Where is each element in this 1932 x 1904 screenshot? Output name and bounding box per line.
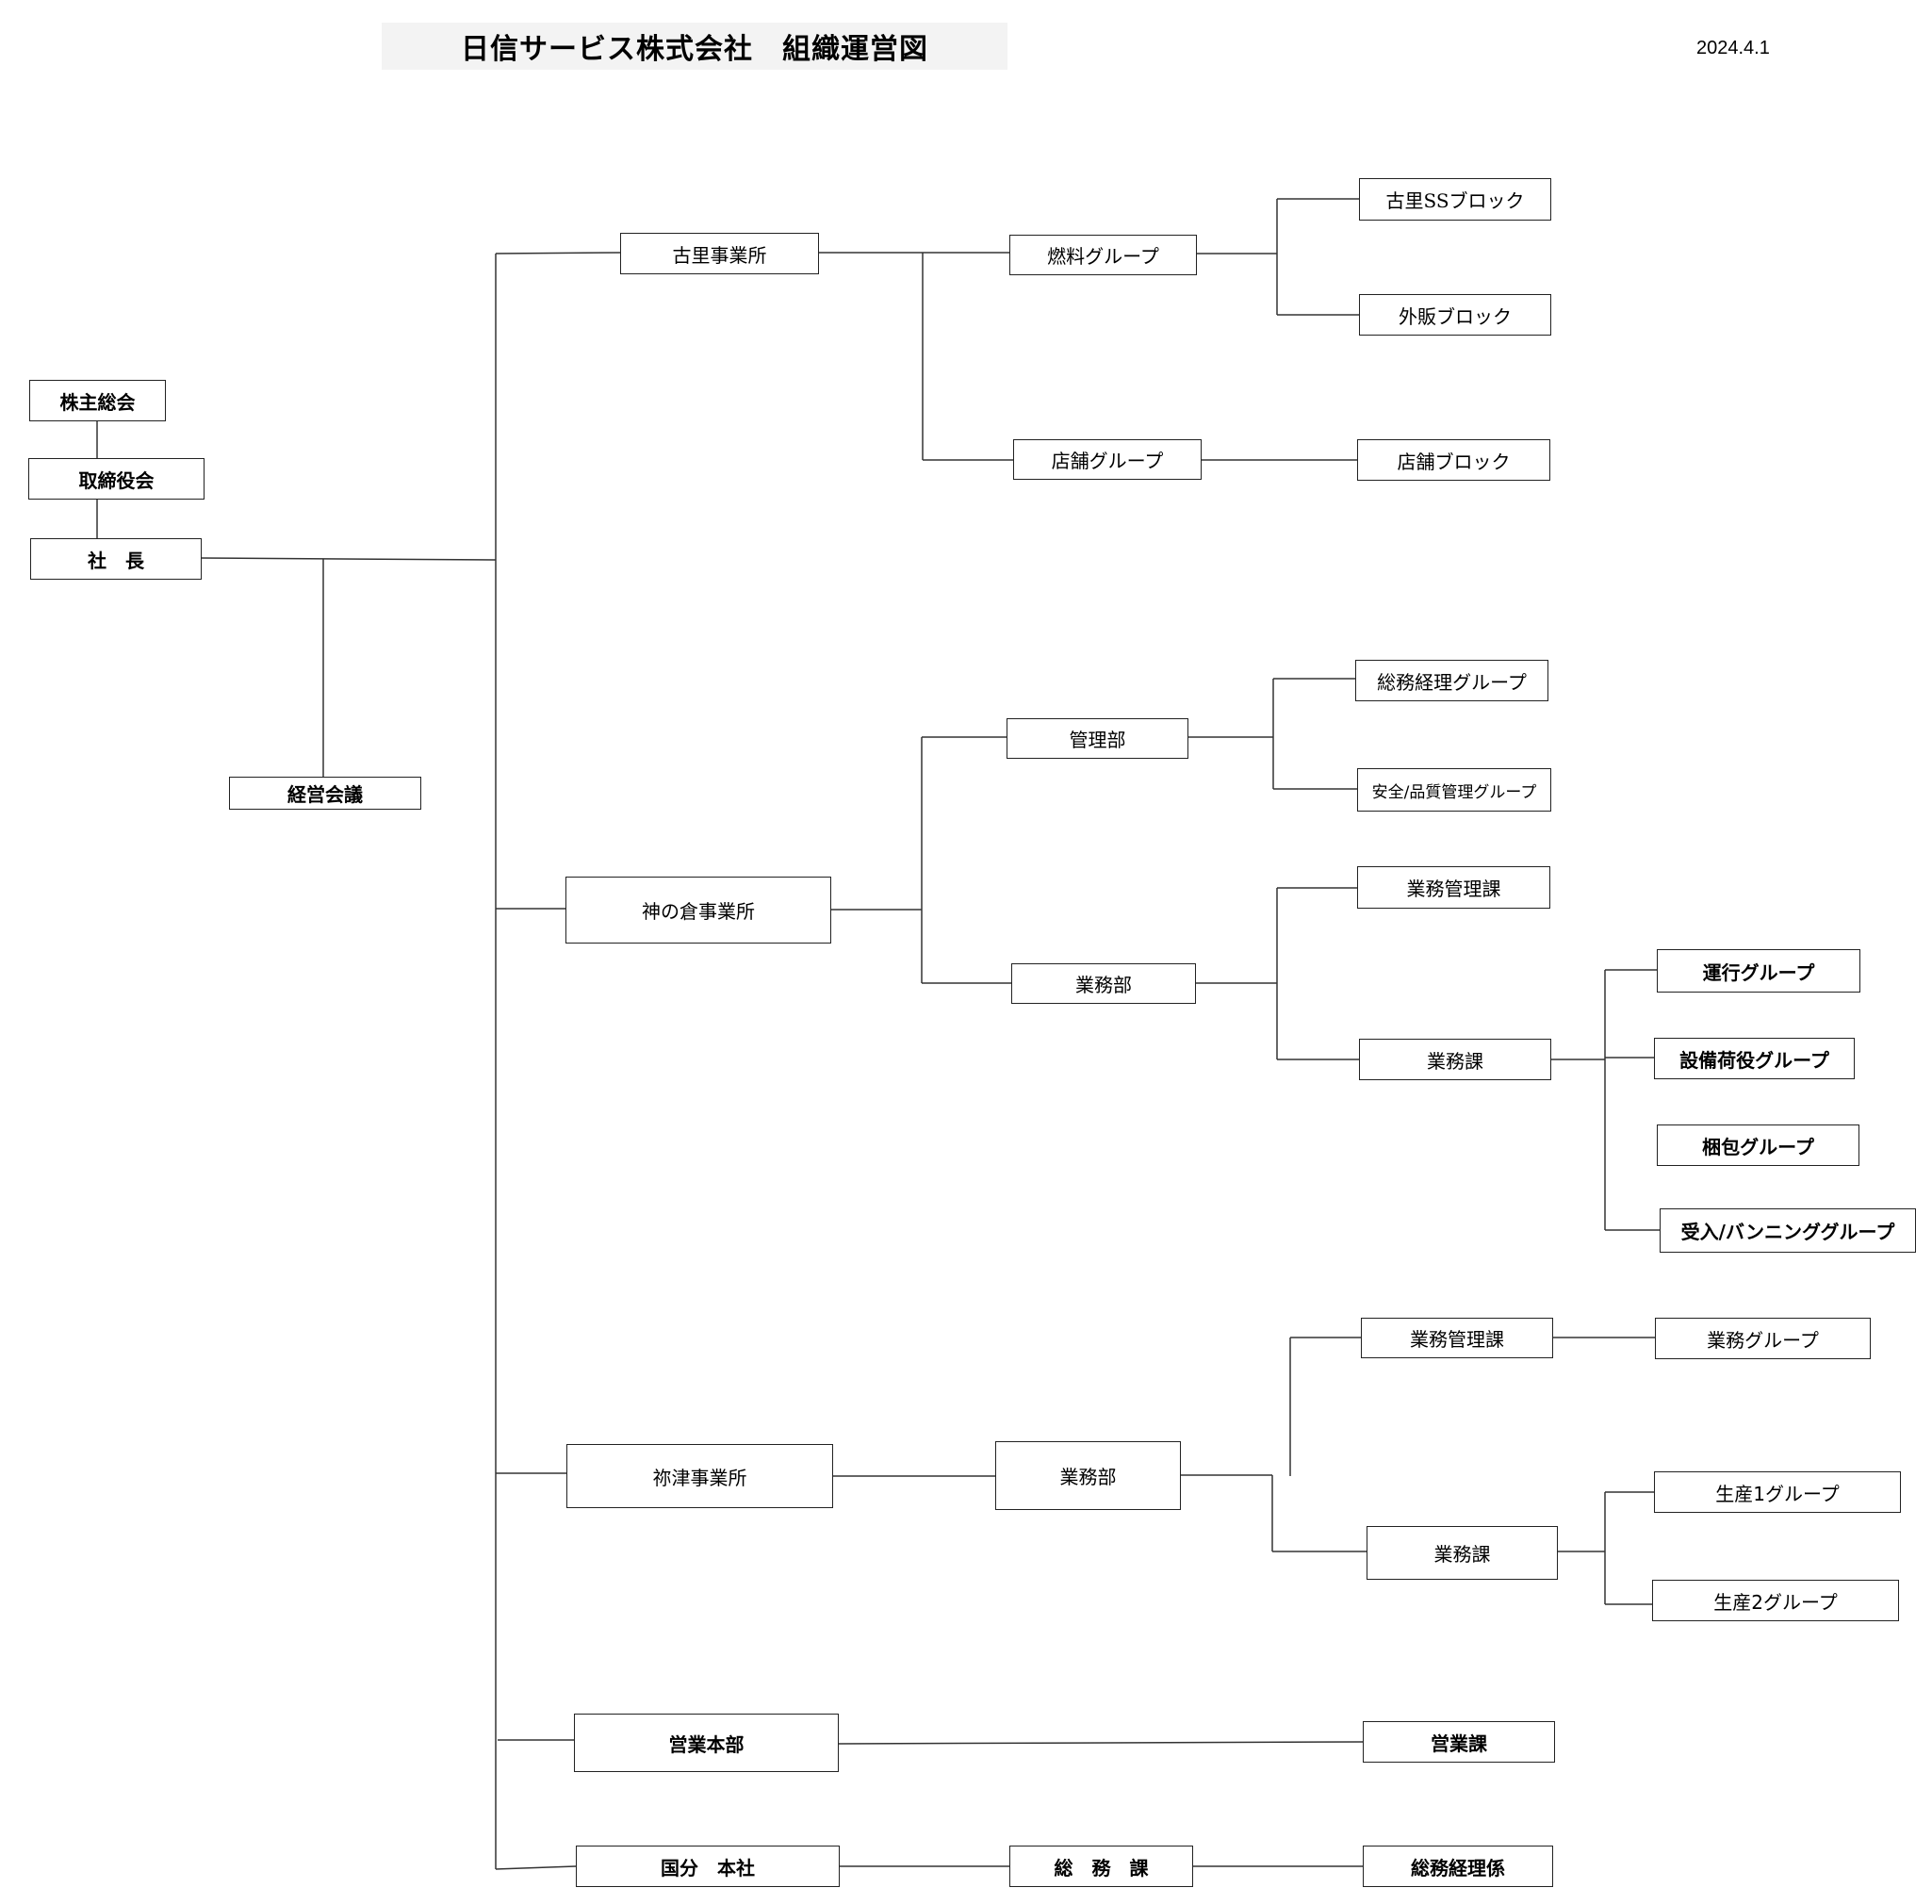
- node-furusato-office: 古里事業所: [620, 233, 819, 274]
- node-safety-quality-group: 安全/品質管理グループ: [1357, 768, 1551, 812]
- node-kaminokura-ops-mgmt-section: 業務管理課: [1357, 866, 1550, 909]
- node-kokubu-head-office: 国分 本社: [576, 1846, 840, 1887]
- page-title: 日信サービス株式会社 組織運営図: [382, 23, 1007, 70]
- node-admin-dept: 管理部: [1007, 718, 1188, 759]
- node-kizu-ops-section: 業務課: [1367, 1526, 1558, 1580]
- node-shareholders: 株主総会: [29, 380, 166, 421]
- node-management-meeting: 経営会議: [229, 777, 421, 810]
- node-kizu-ops-dept: 業務部: [995, 1441, 1181, 1510]
- node-sales-section: 営業課: [1363, 1721, 1555, 1763]
- node-equipment-cargo-group: 設備荷役グループ: [1654, 1038, 1855, 1079]
- node-kaminokura-office: 神の倉事業所: [565, 877, 831, 944]
- node-president: 社 長: [30, 538, 202, 580]
- node-furusato-ss-block: 古里SSブロック: [1359, 178, 1551, 221]
- node-store-block: 店舗ブロック: [1357, 439, 1550, 481]
- node-general-affairs-section: 総 務 課: [1009, 1846, 1193, 1887]
- node-fuel-group: 燃料グループ: [1009, 235, 1197, 275]
- node-production1-group: 生産1グループ: [1654, 1471, 1901, 1513]
- node-board: 取締役会: [28, 458, 205, 500]
- node-receiving-bunkering-group: 受入/バンニンググループ: [1660, 1208, 1916, 1253]
- node-kizu-ops-mgmt-section: 業務管理課: [1361, 1318, 1553, 1358]
- node-production2-group: 生産2グループ: [1652, 1580, 1899, 1621]
- node-store-group: 店舗グループ: [1013, 439, 1202, 480]
- node-kizu-business-group: 業務グループ: [1655, 1318, 1871, 1359]
- node-outside-sales-block: 外販ブロック: [1359, 294, 1551, 336]
- node-operation-group: 運行グループ: [1657, 949, 1860, 993]
- node-kaminokura-ops-section: 業務課: [1359, 1039, 1551, 1080]
- node-general-accounting-group: 総務経理グループ: [1355, 660, 1548, 701]
- node-sales-hq: 営業本部: [574, 1714, 839, 1772]
- node-kizu-office: 祢津事業所: [566, 1444, 833, 1508]
- node-general-accounting-staff: 総務経理係: [1363, 1846, 1553, 1887]
- date-label: 2024.4.1: [1696, 38, 1770, 58]
- node-kaminokura-ops-dept: 業務部: [1011, 963, 1196, 1004]
- node-packing-group: 梱包グループ: [1657, 1124, 1859, 1166]
